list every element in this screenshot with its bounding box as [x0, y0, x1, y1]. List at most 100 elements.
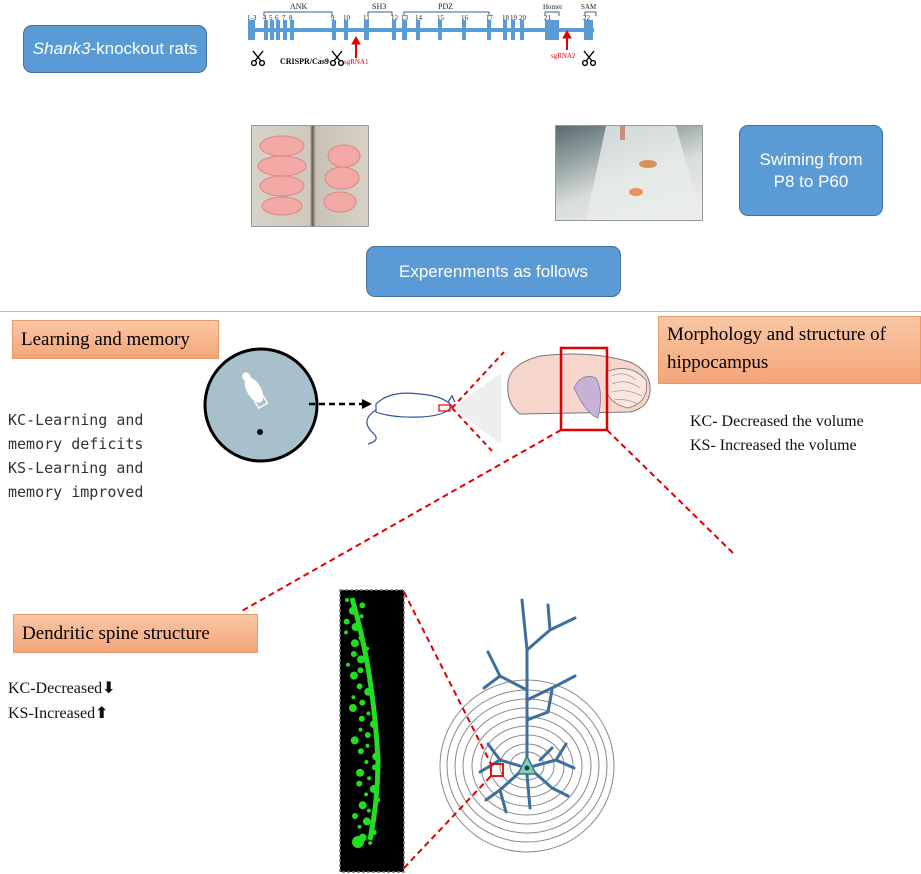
brain-highlight-box-small: [438, 404, 451, 412]
spine-blob: [357, 667, 364, 674]
spine-blob: [365, 646, 370, 651]
rat-topview-icon: [242, 372, 269, 410]
spine-blob: [366, 711, 371, 716]
zoom-line: [451, 407, 493, 452]
learning-line: memory deficits: [8, 435, 144, 453]
exon-bar: [416, 20, 420, 40]
exon-bar: [545, 20, 559, 40]
spine-zoom-line: [403, 591, 492, 765]
spine-blob: [359, 614, 364, 619]
sh3-bracket: [367, 11, 393, 16]
spine-blob: [372, 752, 381, 761]
spine-blob: [359, 699, 366, 706]
dendritic-spine-text: KC-Decreased⬇ KS-Increased⬆: [8, 676, 116, 726]
morphology-title-line1: Morphology and structure of: [667, 324, 886, 345]
up-arrow-icon: ⬆: [95, 703, 109, 722]
ank-bracket: [263, 11, 333, 16]
exon-bar: [584, 20, 593, 40]
swimming-tank-photo: [555, 125, 703, 221]
spine-blob: [358, 801, 367, 810]
platform-dot: [257, 429, 263, 435]
exon-bar: [248, 20, 255, 40]
spine-blob: [351, 623, 360, 631]
exon-label: 1-3: [247, 14, 257, 22]
zoom-line: [451, 351, 505, 409]
hippocampus-to-spine-line: [239, 429, 562, 613]
scissors-icon: [581, 50, 597, 67]
spine-blob: [349, 671, 358, 680]
zoom-cone: [452, 373, 501, 444]
spine-blob: [374, 796, 381, 803]
sgrna1-label: sgRNA1: [344, 58, 369, 66]
spine-blob: [368, 841, 373, 845]
rat-sideview-icon: [366, 392, 456, 445]
exon-label: 5: [269, 14, 273, 22]
sholl-circles: [439, 679, 615, 853]
exon-bar: [462, 20, 466, 40]
spine-blob: [345, 598, 349, 602]
swimming-line1: Swiming from: [759, 150, 863, 170]
learning-line: memory improved: [8, 483, 144, 501]
experiments-label: Experenments as follows: [399, 261, 588, 281]
exon-bar: [392, 20, 396, 40]
domain-label-sam: SAM: [581, 3, 597, 11]
spine-zoom-line: [403, 775, 492, 869]
hippocampus-highlight-box: [559, 346, 609, 432]
exon-label: 20: [519, 14, 527, 22]
spine-blob: [357, 748, 364, 755]
exon-label: 21: [544, 14, 552, 22]
spine-dendrite-trace: [349, 597, 381, 841]
spine-blob: [367, 679, 372, 683]
scissors-icon: [250, 50, 266, 67]
exon-label: 13: [401, 14, 409, 22]
exon-bar: [402, 20, 407, 40]
domain-label-homer: Homer: [543, 3, 563, 11]
dendrite-highlight-box: [490, 763, 504, 777]
exon-label: 17: [486, 14, 494, 22]
spine-blob: [350, 639, 359, 648]
domain-label-pdz: PDZ: [438, 2, 453, 11]
crispr-label: CRISPR/Cas9: [280, 57, 329, 66]
exon-label: 11: [363, 14, 370, 22]
spine-blob: [344, 630, 349, 635]
learning-memory-heading: Learning and memory: [12, 320, 219, 359]
spine-blob: [352, 813, 359, 819]
exon-bars: [248, 20, 594, 40]
exon-label: 4: [263, 14, 267, 22]
experiments-box: Experenments as follows: [366, 246, 621, 297]
exon-label: 14: [415, 14, 423, 22]
domain-brackets: [263, 11, 597, 16]
spine-blob: [356, 683, 363, 690]
spine-blob: [356, 780, 363, 787]
spine-blob: [371, 764, 378, 771]
knockout-label: -knockout rats: [90, 39, 198, 59]
morphology-title-line2: hippocampus: [667, 352, 769, 373]
down-arrow-icon: ⬇: [102, 678, 116, 697]
morphology-line: KS- Increased the volume: [690, 437, 857, 454]
sam-bracket: [584, 11, 597, 16]
scissors-icon: [329, 50, 345, 67]
spine-blob: [356, 768, 365, 777]
gene-name: Shank3: [32, 39, 91, 59]
spine-blob: [357, 824, 362, 829]
exon-bar: [276, 20, 280, 40]
dendritic-spine-heading: Dendritic spine structure: [13, 614, 258, 653]
learning-line: KC-Learning and: [8, 411, 144, 429]
sgrna2-label: sgRNA2: [551, 52, 576, 60]
spine-blob: [364, 732, 371, 738]
exon-bar: [364, 20, 369, 40]
exon-label: 16: [461, 14, 469, 22]
neuron-dendrites: [478, 598, 577, 814]
exon-label: 10: [343, 14, 351, 22]
exon-label: 22: [583, 14, 591, 22]
spine-ks: KS-Increased: [8, 705, 96, 722]
rat-pups-photo: [251, 125, 369, 227]
morphology-line: KC- Decreased the volume: [690, 413, 864, 430]
exon-bar: [332, 20, 336, 40]
spine-blob: [369, 720, 378, 729]
exon-label: 8: [289, 14, 293, 22]
domain-label-ank: ANK: [290, 2, 308, 11]
